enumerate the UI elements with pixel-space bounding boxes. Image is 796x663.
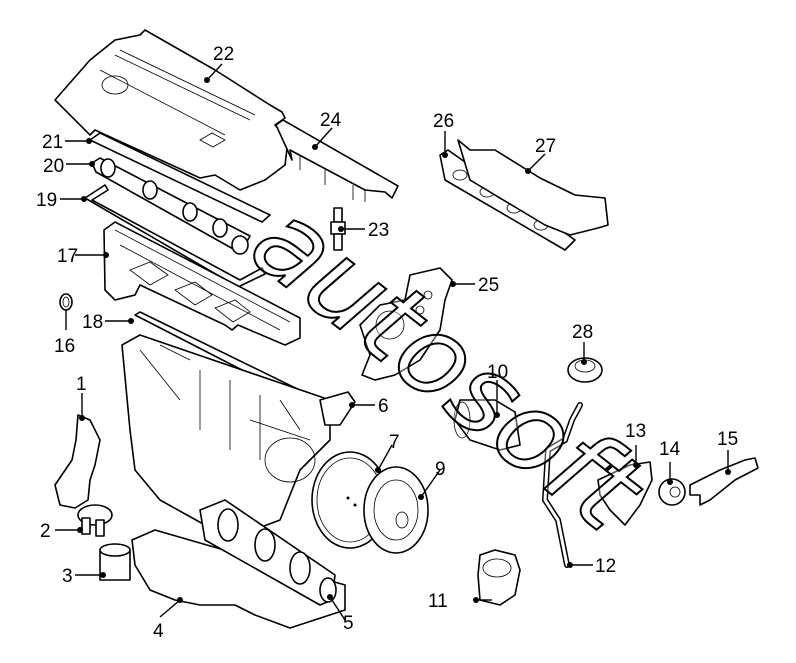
- cover-gasket-part[interactable]: [89, 132, 271, 223]
- callout-15[interactable]: 15: [717, 429, 738, 450]
- ignition-rail-part[interactable]: [275, 119, 399, 202]
- sensor-part[interactable]: [319, 391, 356, 426]
- callout-25[interactable]: 25: [478, 275, 499, 296]
- callout-14[interactable]: 14: [659, 439, 681, 460]
- valve-cover-part[interactable]: [54, 29, 289, 191]
- camshaft-part[interactable]: [91, 157, 251, 255]
- callout-9[interactable]: 9: [435, 459, 446, 480]
- callout-1[interactable]: 1: [76, 374, 87, 395]
- seal-ring-part[interactable]: [59, 293, 73, 311]
- callout-27[interactable]: 27: [535, 136, 556, 157]
- dipstick-tube-part[interactable]: [541, 402, 583, 568]
- callout-23[interactable]: 23: [368, 220, 389, 241]
- release-fork-part[interactable]: [689, 457, 759, 506]
- oil-filter-part[interactable]: [99, 543, 131, 581]
- callout-3[interactable]: 3: [62, 566, 73, 587]
- callout-4[interactable]: 4: [153, 621, 164, 642]
- callout-13[interactable]: 13: [625, 421, 646, 442]
- callout-28[interactable]: 28: [572, 322, 593, 343]
- callout-24[interactable]: 24: [320, 110, 342, 131]
- callout-19[interactable]: 19: [36, 190, 57, 211]
- valve-cover-gasket-part[interactable]: [84, 184, 266, 288]
- callout-17[interactable]: 17: [57, 246, 78, 267]
- callout-10[interactable]: 10: [487, 362, 508, 383]
- cylinder-head-part[interactable]: [103, 221, 301, 346]
- callout-16[interactable]: 16: [54, 336, 75, 357]
- crankshaft-part[interactable]: [199, 499, 337, 606]
- leader-lines: [55, 63, 731, 621]
- callout-5[interactable]: 5: [343, 613, 354, 634]
- callout-20[interactable]: 20: [43, 156, 64, 177]
- callout-26[interactable]: 26: [433, 111, 454, 132]
- callout-6[interactable]: 6: [378, 396, 389, 417]
- oil-filter-housing-part[interactable]: [77, 504, 113, 537]
- watermark: autosoft: [229, 175, 669, 558]
- callout-11[interactable]: 11: [428, 591, 448, 612]
- callout-7[interactable]: 7: [389, 432, 400, 453]
- callout-18[interactable]: 18: [82, 312, 103, 333]
- starter-motor-part[interactable]: [453, 399, 521, 451]
- engine-mount-bracket-part[interactable]: [54, 414, 101, 509]
- callout-12[interactable]: 12: [595, 556, 616, 577]
- bushing-part[interactable]: [658, 478, 686, 506]
- clutch-disc-part[interactable]: [363, 466, 429, 554]
- exhaust-manifold-part[interactable]: [457, 139, 609, 236]
- thermostat-housing-part[interactable]: [477, 549, 521, 606]
- callout-22[interactable]: 22: [213, 44, 234, 65]
- callout-2[interactable]: 2: [40, 521, 51, 542]
- callout-21[interactable]: 21: [42, 132, 63, 153]
- callout-labels: 1 2 3 4 5 6 7 9 10 11 12 13 14 15 16 17 …: [36, 44, 738, 642]
